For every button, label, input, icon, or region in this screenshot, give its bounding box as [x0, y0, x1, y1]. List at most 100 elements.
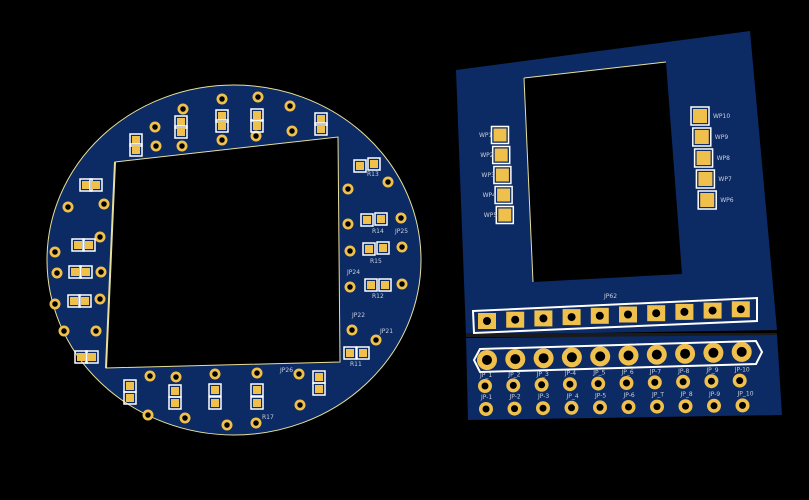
- ring-smd-pad: [74, 241, 82, 249]
- wp-pad: [700, 193, 715, 207]
- drill-hole: [511, 315, 520, 324]
- drill-hole: [65, 204, 71, 210]
- drill-hole: [296, 371, 302, 377]
- pad-label: JP_3: [536, 371, 549, 378]
- drill-hole: [625, 403, 632, 411]
- drill-hole: [399, 244, 405, 250]
- pad-label: R13: [367, 171, 379, 178]
- wp-pad: [694, 130, 709, 144]
- ring-smd-pad: [177, 118, 185, 126]
- drill-hole: [509, 381, 517, 389]
- ring-smd-pad: [211, 386, 219, 394]
- drill-hole: [180, 106, 186, 112]
- drill-hole: [224, 422, 230, 428]
- drill-hole: [680, 348, 691, 359]
- drill-hole: [253, 133, 259, 139]
- drill-hole: [710, 402, 718, 410]
- ring-smd-pad: [82, 181, 90, 189]
- ring-pcb-board: [46, 84, 422, 436]
- silkscreen-outline: [123, 391, 137, 405]
- pad-label: JP_6: [621, 369, 634, 376]
- silkscreen-outline: [690, 106, 710, 126]
- ring-smd-pad: [211, 399, 219, 407]
- pad-label: JP21: [379, 328, 393, 335]
- silkscreen-outline: [493, 165, 512, 185]
- pad-label: R15: [370, 258, 382, 265]
- drill-hole: [254, 370, 260, 376]
- silkscreen-outline: [367, 157, 381, 171]
- drill-hole: [52, 249, 58, 255]
- ring-smd-pad: [370, 160, 378, 168]
- drill-hole: [179, 143, 185, 149]
- drill-hole: [510, 354, 521, 365]
- wp-pad: [494, 148, 508, 162]
- pad-label: JP_10: [737, 390, 754, 397]
- silkscreen-outline: [67, 294, 81, 308]
- pad-label: WP8: [717, 155, 731, 162]
- wp-pad: [693, 109, 707, 123]
- drill-hole: [52, 301, 58, 307]
- drill-hole: [101, 201, 107, 207]
- silkscreen-outline: [89, 178, 103, 192]
- silkscreen-outline: [250, 108, 264, 122]
- silkscreen-outline: [82, 238, 96, 252]
- drill-hole: [708, 347, 719, 358]
- drill-hole: [345, 221, 351, 227]
- drill-hole: [349, 327, 355, 333]
- ring-smd-pad: [365, 245, 373, 253]
- silkscreen-outline: [250, 383, 264, 397]
- silkscreen-outline: [343, 346, 357, 360]
- drill-hole: [182, 415, 188, 421]
- header-silkscreen-outline: [471, 296, 758, 335]
- drill-hole: [511, 405, 518, 413]
- drill-hole: [624, 310, 632, 319]
- pad-label: WP10: [713, 113, 730, 120]
- wp-pad: [497, 188, 511, 202]
- pad-label: WP2: [480, 152, 494, 159]
- drill-hole: [219, 96, 225, 102]
- ring-smd-pad: [88, 353, 96, 361]
- silkscreen-outline: [360, 213, 374, 227]
- wp-pad: [493, 128, 507, 142]
- drill-hole: [219, 137, 225, 143]
- pad-label: WP3: [481, 172, 495, 179]
- drill-hole: [97, 296, 103, 302]
- drill-hole: [596, 403, 604, 411]
- drill-hole: [398, 215, 404, 221]
- drill-hole: [567, 313, 576, 322]
- drill-hole: [539, 314, 548, 323]
- drill-hole: [594, 380, 602, 388]
- drill-hole: [385, 179, 391, 185]
- drill-hole: [373, 337, 379, 343]
- ring-board-body: [46, 84, 422, 436]
- drill-hole: [566, 352, 577, 363]
- pad-label: WP7: [718, 176, 732, 183]
- pad-label: JP-3: [537, 393, 549, 400]
- pad-label: JP_4: [566, 393, 579, 400]
- silkscreen-outline: [378, 278, 392, 292]
- silkscreen-outline: [353, 159, 367, 173]
- pad-label: R14: [372, 228, 384, 235]
- drill-hole: [212, 371, 218, 377]
- drill-hole: [736, 305, 745, 314]
- silkscreen-outline: [68, 265, 82, 279]
- drill-hole: [653, 403, 661, 411]
- drill-hole: [147, 373, 153, 379]
- pad-label: JP_2: [507, 371, 520, 378]
- drill-hole: [566, 380, 574, 388]
- sensor-window-edge: [523, 61, 667, 283]
- ring-smd-pad: [126, 382, 134, 390]
- drill-hole: [482, 355, 492, 365]
- pad-label: JP_9: [705, 367, 718, 374]
- silkscreen-outline: [692, 127, 712, 147]
- wp-pad: [698, 172, 713, 186]
- ring-smd-pad: [379, 244, 387, 252]
- drill-hole: [347, 248, 353, 254]
- ring-inner-edge: [105, 161, 116, 369]
- drill-hole: [623, 379, 630, 387]
- drill-hole: [739, 401, 746, 409]
- drill-hole: [399, 281, 405, 287]
- ring-smd-pad: [85, 241, 93, 249]
- silkscreen-outline: [250, 396, 264, 410]
- wp-pad: [498, 208, 512, 222]
